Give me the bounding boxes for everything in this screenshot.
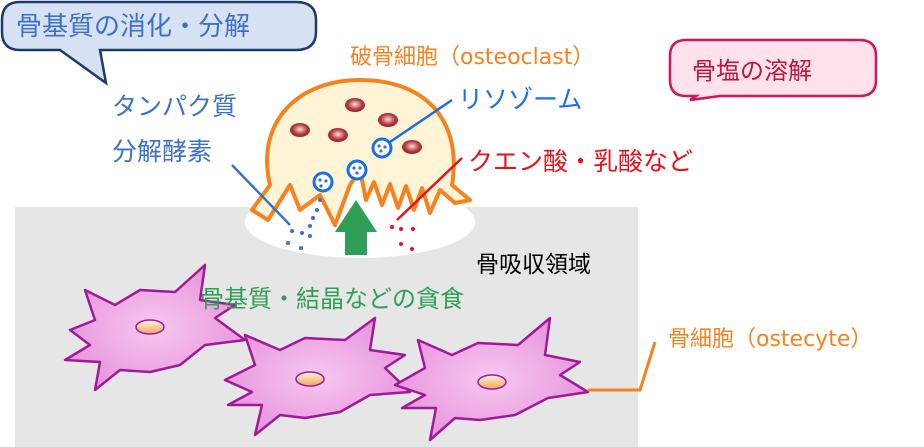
phagocytosis-label: 骨基質・結晶などの貪食 (200, 285, 464, 313)
vesicle (290, 123, 310, 137)
mineral-dissolution-callout: 骨塩の溶解 (668, 38, 878, 102)
vesicle (328, 128, 348, 142)
vesicle (345, 98, 365, 112)
osteocyte-leader-line (588, 341, 657, 392)
lysosome-leader-line (389, 98, 453, 144)
protease-label-line1: タンパク質 (112, 92, 237, 121)
acids-label: クエン酸・乳酸など (468, 147, 693, 176)
phagocytosis-arrow (335, 200, 377, 255)
enzyme-leader-line (231, 164, 291, 226)
vesicle (378, 113, 398, 127)
mineral-dissolution-text: 骨塩の溶解 (692, 57, 812, 85)
osteoclast-cell (250, 78, 472, 227)
enzyme-dots (286, 198, 322, 250)
matrix-digestion-callout: 骨基質の消化・分解 (0, 0, 318, 86)
lysosome (312, 137, 393, 193)
acid-dots (390, 225, 415, 251)
osteocyte-label: 骨細胞（ostecyte） (668, 327, 872, 352)
osteoclast-label: 破骨細胞（osteoclast） (350, 45, 594, 70)
matrix-digestion-text: 骨基質の消化・分解 (16, 12, 250, 42)
protease-label-line2: 分解酵素 (112, 137, 212, 166)
vesicle (402, 140, 422, 154)
acid-leader-line (396, 157, 463, 221)
resorption-area-label: 骨吸収領域 (476, 252, 591, 278)
lysosome-label: リソゾーム (458, 85, 582, 114)
osteocyte-nuclei (135, 319, 507, 390)
